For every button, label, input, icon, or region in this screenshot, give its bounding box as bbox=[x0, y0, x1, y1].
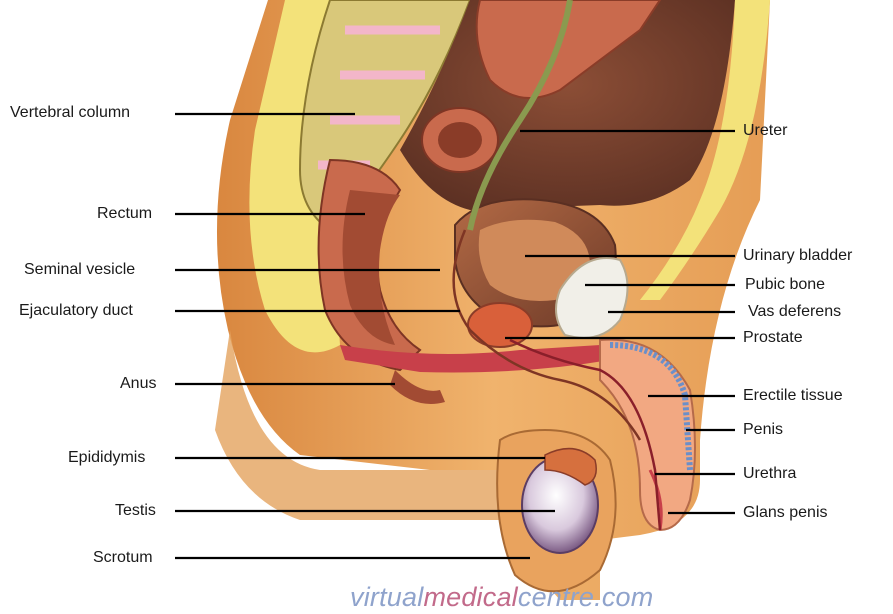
label-anus: Anus bbox=[120, 375, 156, 393]
watermark-part3: centre.com bbox=[518, 582, 654, 612]
label-glans-penis: Glans penis bbox=[743, 504, 828, 522]
label-epididymis: Epididymis bbox=[68, 449, 145, 467]
watermark-logo: virtualmedicalcentre.com bbox=[350, 582, 653, 613]
label-testis: Testis bbox=[115, 502, 156, 520]
watermark-part2: medical bbox=[423, 582, 517, 612]
prostate-shape bbox=[468, 303, 532, 347]
label-vas-deferens: Vas deferens bbox=[748, 303, 841, 321]
label-rectum: Rectum bbox=[97, 205, 152, 223]
label-urethra: Urethra bbox=[743, 465, 796, 483]
sigmoid-colon bbox=[422, 108, 498, 172]
label-erectile-tissue: Erectile tissue bbox=[743, 387, 843, 405]
label-prostate: Prostate bbox=[743, 329, 803, 347]
label-penis: Penis bbox=[743, 421, 783, 439]
watermark-part1: virtual bbox=[350, 582, 423, 612]
label-seminal-vesicle: Seminal vesicle bbox=[24, 261, 135, 279]
label-vertebral-column: Vertebral column bbox=[10, 104, 130, 122]
label-ureter: Ureter bbox=[743, 122, 787, 140]
label-ejaculatory-duct: Ejaculatory duct bbox=[19, 302, 133, 320]
label-urinary-bladder: Urinary bladder bbox=[743, 247, 852, 265]
label-pubic-bone: Pubic bone bbox=[745, 276, 825, 294]
label-scrotum: Scrotum bbox=[93, 549, 153, 567]
